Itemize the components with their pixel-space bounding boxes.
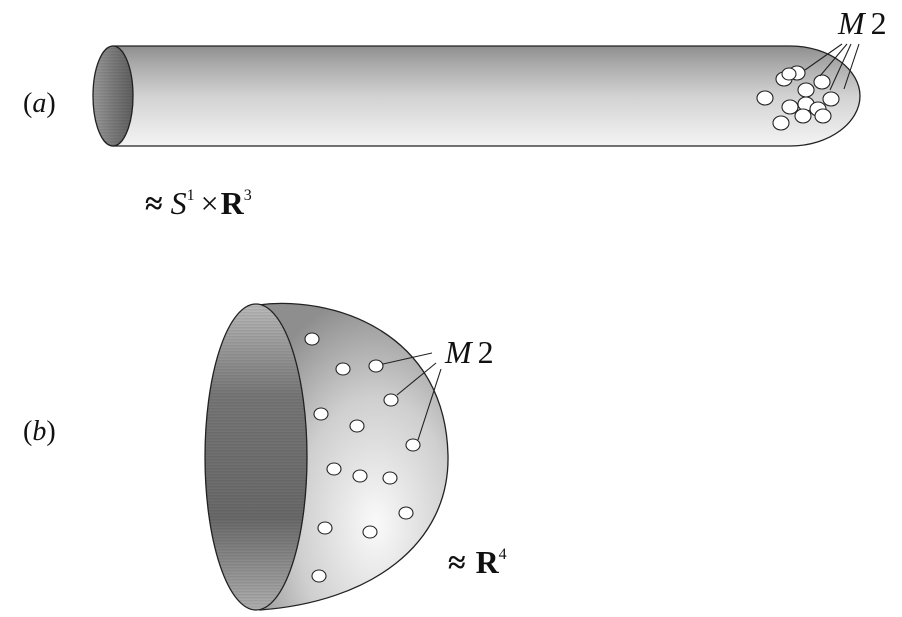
m2-brane	[362, 525, 378, 539]
geometry-label-a: ≈S1×R3	[145, 185, 252, 221]
m2-brane	[405, 438, 421, 452]
m2-brane	[313, 407, 329, 421]
m2-brane	[311, 569, 327, 583]
panel-b-label: (b)	[23, 416, 56, 447]
panel-a-label: (a)	[23, 88, 56, 119]
m2-brane	[781, 67, 797, 81]
m2-brane	[326, 462, 342, 476]
m2-brane	[382, 471, 398, 485]
m2-brane	[335, 362, 351, 376]
m2-brane	[352, 469, 368, 483]
m2-brane	[781, 99, 799, 115]
m2-brane	[368, 359, 384, 373]
hemisphere-body	[257, 302, 449, 611]
m2-brane	[794, 108, 812, 124]
geometry-label-b: ≈R4	[448, 544, 507, 580]
m2-brane	[349, 419, 365, 433]
m2-brane	[756, 90, 774, 106]
m2-brane	[304, 332, 320, 346]
m2-brane	[772, 115, 790, 131]
hemisphere-rim-stripes	[205, 304, 307, 610]
m2-brane	[383, 393, 399, 407]
brane-leader-lines-a	[804, 43, 860, 91]
m2-brane	[317, 521, 333, 535]
m2-brane	[813, 74, 831, 90]
cylinder-body	[112, 45, 861, 147]
m2-brane	[822, 91, 840, 107]
brane-cluster-b	[304, 332, 421, 583]
m2-brane	[398, 506, 414, 520]
cylinder-open-end-stripes	[93, 46, 133, 146]
brane-leader-lines-b	[382, 352, 442, 441]
m2-brane	[797, 82, 815, 98]
brane-cluster-a	[756, 65, 840, 131]
m2-brane	[814, 108, 832, 124]
